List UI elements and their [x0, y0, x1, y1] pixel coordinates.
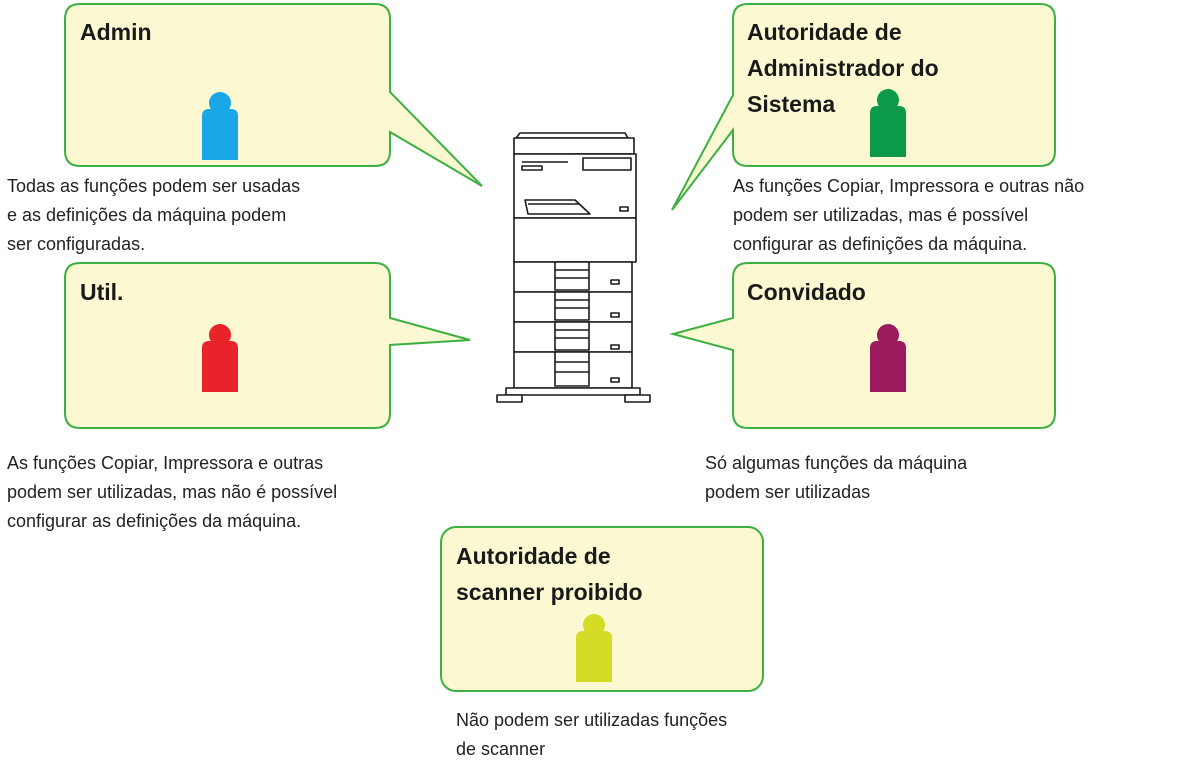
guest-title: Convidado [747, 279, 866, 305]
sysadmin-person-icon [870, 89, 906, 157]
scanner-person-icon [576, 614, 612, 682]
sysadmin-title: Autoridade de Administrador do Sistema [747, 19, 939, 117]
admin-bubble [64, 3, 483, 187]
guest-description: Só algumas funções da máquina podem ser … [705, 453, 968, 502]
multifunction-printer-icon [496, 132, 651, 403]
util-title: Util. [80, 279, 124, 305]
scanner-title: Autoridade de scanner proibido [456, 543, 643, 605]
guest-bubble [669, 262, 1056, 429]
util-person-icon [202, 324, 238, 392]
admin-person-icon [202, 92, 238, 160]
scanner-bubble [440, 526, 764, 692]
util-description: As funções Copiar, Impressora e outras p… [7, 453, 338, 531]
admin-description: Todas as funções podem ser usadas e as d… [7, 176, 301, 254]
admin-title: Admin [80, 19, 152, 45]
sysadmin-description: As funções Copiar, Impressora e outras n… [733, 176, 1085, 254]
util-bubble [64, 262, 471, 429]
scanner-description: Não podem ser utilizadas funções de scan… [456, 710, 728, 759]
guest-person-icon [870, 324, 906, 392]
sysadmin-bubble [671, 3, 1056, 211]
